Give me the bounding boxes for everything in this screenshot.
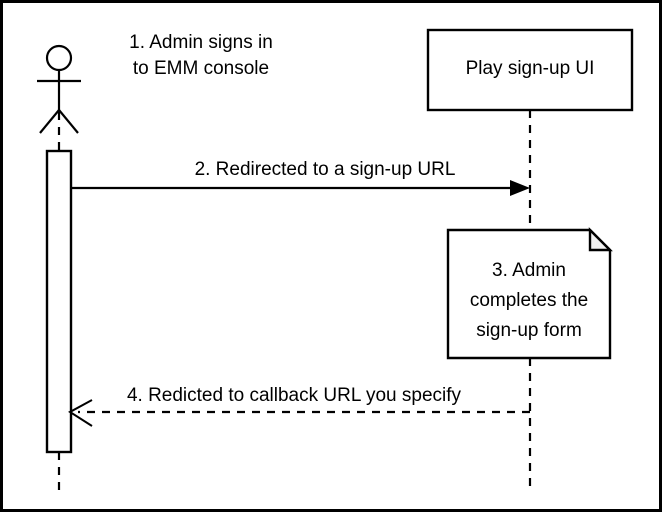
message-4-arrowhead-icon [68, 399, 93, 427]
note-3-line-1: 3. Admin [492, 260, 566, 281]
participant-label-play-signup-ui: Play sign-up UI [465, 58, 595, 79]
actor-caption-line-2: to EMM console [132, 58, 270, 79]
note-3-line-3: sign-up form [476, 320, 582, 341]
actor-right-leg-line [58, 109, 79, 134]
admin-actor-figure [37, 44, 81, 134]
message-2-label: 2. Redirected to a sign-up URL [194, 159, 456, 180]
actor-activation-bar [45, 149, 73, 454]
actor-head-icon [45, 44, 73, 72]
message-4-label: 4. Redicted to callback URL you specify [126, 385, 462, 406]
note-3-text: 3. Admin completes the sign-up form [448, 256, 610, 346]
participant-box-play-signup-ui[interactable] [426, 28, 634, 112]
actor-left-leg-line [39, 109, 60, 134]
message-2-arrowhead-icon [510, 180, 530, 196]
actor-caption: 1. Admin signs in to EMM console [96, 30, 306, 82]
note-3-fold-corner-icon [588, 227, 613, 252]
note-3-shape [446, 228, 612, 360]
actor-caption-line-1: 1. Admin signs in [129, 32, 273, 53]
note-3-line-2: completes the [469, 290, 589, 311]
